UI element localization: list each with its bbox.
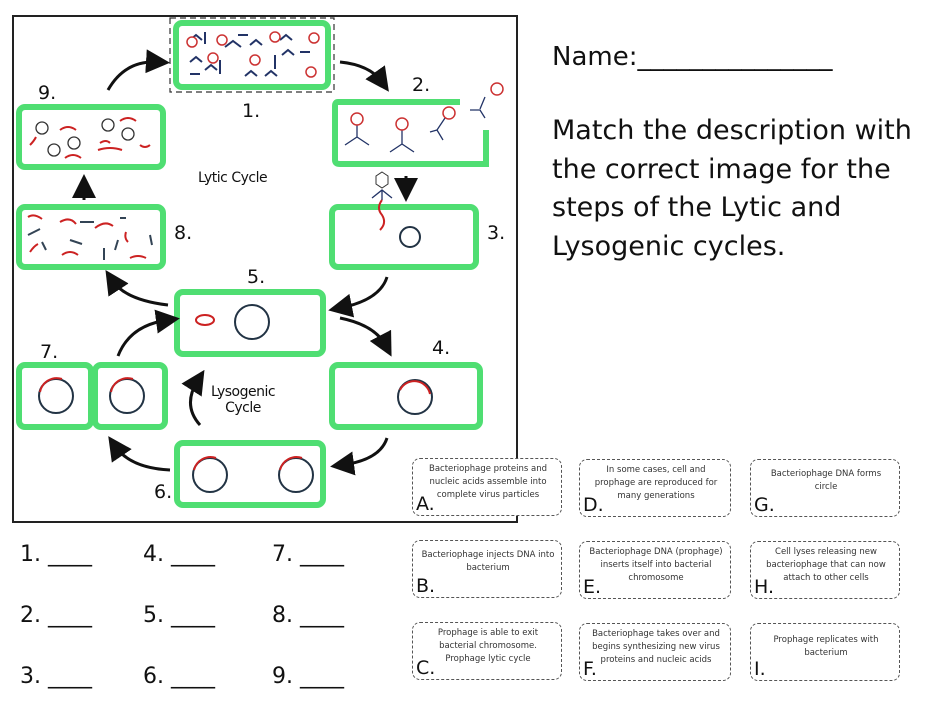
- card-letter: C.: [416, 657, 436, 679]
- answer-blank-4[interactable]: 4. ____: [143, 542, 215, 567]
- answer-blank-9[interactable]: 9. ____: [272, 664, 344, 689]
- answer-blank-7[interactable]: 7. ____: [272, 542, 344, 567]
- step-label-3: 3.: [487, 222, 506, 244]
- card-letter: E.: [583, 576, 602, 598]
- step-label-8: 8.: [174, 222, 193, 244]
- card-letter: H.: [754, 576, 774, 598]
- card-letter: F.: [583, 658, 597, 680]
- card-text: Bacteriophage takes over and begins synt…: [592, 629, 720, 665]
- card-text: Prophage is able to exit bacterial chrom…: [437, 628, 539, 664]
- card-h[interactable]: Cell lyses releasing new bacteriophage t…: [750, 541, 900, 599]
- step-label-2: 2.: [412, 74, 431, 96]
- step-label-7: 7.: [40, 341, 59, 363]
- card-letter: A.: [416, 493, 435, 515]
- name-field[interactable]: Name:_______________: [552, 42, 833, 72]
- card-letter: I.: [754, 658, 766, 680]
- step-label-9: 9.: [38, 82, 57, 104]
- card-d[interactable]: In some cases, cell and prophage are rep…: [579, 459, 731, 517]
- card-a[interactable]: Bacteriophage proteins and nucleic acids…: [412, 458, 562, 516]
- card-text: Bacteriophage DNA forms circle: [770, 469, 882, 492]
- card-text: Bacteriophage DNA (prophage) inserts its…: [589, 547, 723, 583]
- answer-blank-2[interactable]: 2. ____: [20, 603, 92, 628]
- answer-blank-5[interactable]: 5. ____: [143, 603, 215, 628]
- card-text: Bacteriophage injects DNA into bacterium: [421, 550, 555, 573]
- answer-blank-1[interactable]: 1. ____: [20, 542, 92, 567]
- card-text: Cell lyses releasing new bacteriophage t…: [766, 547, 886, 583]
- answer-blank-6[interactable]: 6. ____: [143, 664, 215, 689]
- lytic-cycle-title: Lytic Cycle: [198, 170, 268, 186]
- instructions: Match the description with the correct i…: [552, 115, 912, 262]
- card-text: Bacteriophage proteins and nucleic acids…: [429, 464, 547, 500]
- card-b[interactable]: Bacteriophage injects DNA into bacterium…: [412, 540, 562, 598]
- card-letter: D.: [583, 494, 604, 516]
- card-letter: G.: [754, 494, 775, 516]
- card-f[interactable]: Bacteriophage takes over and begins synt…: [579, 623, 731, 681]
- step-label-6: 6.: [154, 481, 173, 503]
- card-e[interactable]: Bacteriophage DNA (prophage) inserts its…: [579, 541, 731, 599]
- card-text: In some cases, cell and prophage are rep…: [594, 465, 718, 501]
- lysogenic-cycle-title: Lysogenic Cycle: [210, 384, 276, 416]
- answer-blank-3[interactable]: 3. ____: [20, 664, 92, 689]
- step-label-5: 5.: [247, 266, 266, 288]
- card-c[interactable]: Prophage is able to exit bacterial chrom…: [412, 622, 562, 680]
- step-label-1: 1.: [242, 100, 261, 122]
- step-label-4: 4.: [432, 337, 451, 359]
- card-letter: B.: [416, 575, 436, 597]
- card-text: Prophage replicates with bacterium: [773, 635, 879, 658]
- answer-blank-8[interactable]: 8. ____: [272, 603, 344, 628]
